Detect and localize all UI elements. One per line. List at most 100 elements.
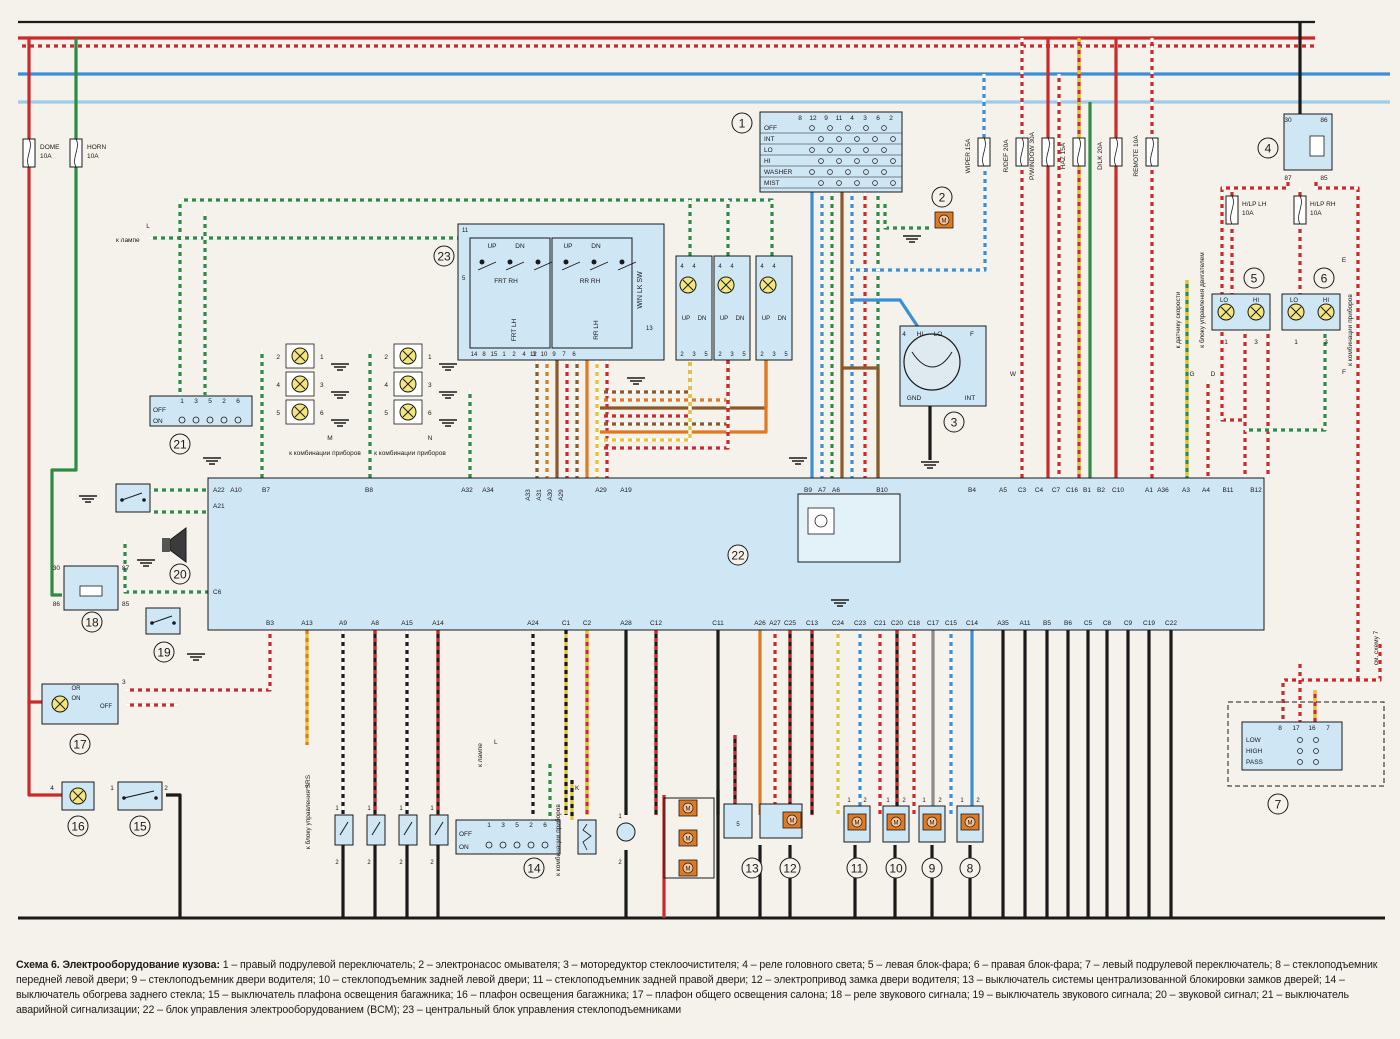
wiper-switch-contact [890,180,896,186]
horn-switch-ground-icon [187,653,205,661]
door-jamb-switch-icon [398,814,418,846]
bcm-relay-coil [807,507,835,535]
wire-wiper-fuse-stripe [852,168,987,272]
trunk-lamp-number-badge-text: 16 [71,820,85,834]
wiper-motor-number-badge-text: 3 [951,416,958,430]
dome-lamp-number-badge-text: 17 [73,738,87,752]
hazard-switch-contact [178,416,186,424]
fuse-name: WIPER 15A [965,138,972,173]
wiper-switch-mode: LO [764,147,773,154]
wiper-motor-arc [911,351,953,368]
wiper-switch-contact [881,147,887,153]
window-motor-pin: 2 [976,798,980,804]
door-window-switch-pin: 2 [760,352,764,358]
dome-lamp-pin: 3 [122,679,126,686]
wiper-switch-contact [836,180,842,186]
bcm-top-pin: A29 [558,489,565,501]
window-master-contact [535,259,541,265]
bcm-top-pin: A1 [1145,487,1153,494]
indicator-lamp-ground-icon [439,419,457,427]
indicator-lamp-pin: 5 [384,410,388,417]
fuse-name: P/WINDOW 30A [1029,131,1036,180]
horn-number-badge [169,563,191,585]
rear-defog-switch-pin: 1 [487,822,491,829]
window-master-contact [479,259,485,265]
door-window-switch-dn: DN [778,316,787,322]
door-jamb-switch-icon [334,814,354,846]
fuse-name: HORN [87,144,106,151]
bcm-top-pin: C3 [1018,487,1027,494]
headlamp-number-badge-text: 6 [1321,272,1328,286]
window-master-switch-label: DN [515,243,525,250]
door-window-switch-up: UP [682,316,690,322]
wiper-switch-contact [818,180,824,186]
washer-pump-motor-icon-letter: M [942,219,947,225]
wiper-switch-contact [809,125,815,131]
window-master-switch-label: DN [591,243,601,250]
note-to-cluster: к комбинации приборов [1346,294,1354,366]
window-master-pin: 12 [530,352,537,358]
hazard-switch-pin: 1 [180,398,184,405]
door-window-switch-up: UP [762,316,770,322]
headlamp-label: LO [1220,298,1228,304]
fuse-name: DOME [40,144,60,151]
door-jamb-switch-contact [371,821,381,836]
bcm-bottom-pin: C2 [583,620,592,627]
fuse-haz-icon-link [1077,137,1081,167]
wiper-switch-contact [845,169,851,175]
hazard-switch-contact [234,416,242,424]
bcm-top-pin: B1 [1083,487,1091,494]
headlamp-relay-pin: 86 [1320,117,1328,124]
door-window-switch-pin: 5 [704,352,708,358]
wire-power-window-loop-stripe [180,198,774,262]
window-master-label: RR LH [593,320,600,340]
headlamp-low-icon-cross [1220,306,1232,318]
door-lock-actuator-motor-icon-rotor [682,862,694,874]
window-motor-icon-letter: M [968,821,973,827]
horn-switch-icon-dot [172,621,176,625]
indicator-lamp-icon-cross [402,350,414,362]
wire-ground [166,793,182,918]
window-motor-icon-rotor [851,816,863,828]
bcm-bottom-pin: C5 [1084,620,1093,627]
wiper-switch-contact [836,136,842,142]
indicator-lamp-pin: 1 [320,354,324,361]
headlamp-label: HI [1323,298,1329,304]
headlamp-high-icon-cross [1320,306,1332,318]
wiper-switch-contact [881,125,887,131]
indicator-lamp-icon-cross [402,406,414,418]
door-window-switch-pin: 2 [718,352,722,358]
indicator-lamp-pin: 2 [384,354,388,361]
wiper-switch-contact [827,125,833,131]
door-jamb-switch-pin: 1 [399,806,403,812]
bcm-top-pin: C16 [1066,487,1078,494]
door-window-switch-pin: 3 [692,352,696,358]
door-switch-ground-icon [789,457,807,465]
bcm-bottom-pin: C12 [650,620,662,627]
dimmer-switch-mode: PASS [1246,759,1264,766]
headlamp-relay-pin: 30 [1284,117,1292,124]
rear-defog-switch-contact [499,841,507,849]
window-master-lever [505,261,525,271]
horn-switch-icon-contact [151,615,173,624]
window-master-switch-label: UP [487,243,496,250]
fuse-rating: 10A [87,153,99,160]
fuse-name: D/LK 20A [1097,141,1104,169]
note-arrow-letter: K [575,785,580,792]
window-motor-icon-letter: M [930,821,935,827]
window-master-pin: 1 [502,352,506,358]
wiper-switch-contact [818,158,824,164]
caption-title: Схема 6. Электрооборудование кузова: [16,959,220,971]
rear-defog-heater-icon [582,823,592,851]
door-lock-actuator-motor-icon-letter: M [686,837,691,843]
bcm-bottom-pin: A8 [371,620,379,627]
window-motor-pin: 2 [863,798,867,804]
horn-relay-pin: 85 [122,601,130,608]
horn-relay-pin: 86 [53,601,61,608]
bcm-top-pin: A10 [230,487,242,494]
door-jamb-switch-icon [429,814,449,846]
rear-defog-switch-pin: 2 [529,822,533,829]
door-window-switch-pin: 4 [692,264,696,270]
headlamp-number-badge-text: 5 [1251,272,1258,286]
